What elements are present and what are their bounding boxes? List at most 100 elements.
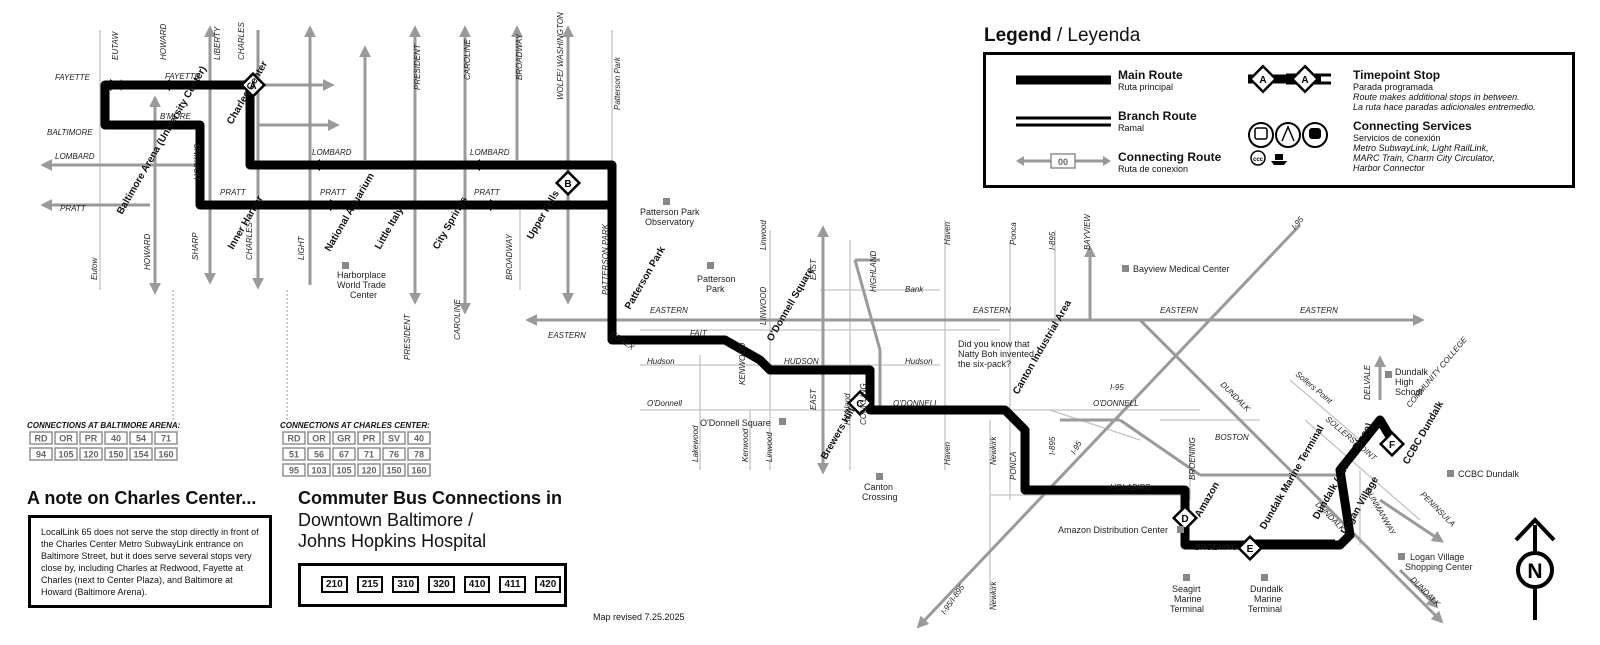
- legend-timepoint-a: A: [1259, 75, 1266, 86]
- route-chip-label: 105: [336, 466, 351, 476]
- legend-services-label: Connecting Services: [1353, 119, 1472, 133]
- route-chip-label: OR: [59, 434, 73, 444]
- street-linwood-caps: LINWOOD: [759, 287, 768, 325]
- street-baltimore: BALTIMORE: [47, 128, 93, 137]
- street-bank: Bank: [905, 285, 924, 294]
- poi-bayview: Bayview Medical Center: [1133, 264, 1230, 274]
- street-fait: FAIT: [690, 329, 708, 338]
- commuter-route-chip: 210: [321, 576, 348, 593]
- street-broadway-south: BROADWAY: [505, 233, 514, 280]
- street-bayview: BAYVIEW: [1083, 213, 1092, 250]
- poi-patterson-park-1: Patterson: [697, 274, 736, 284]
- street-eastern-far: EASTERN: [1300, 306, 1338, 315]
- timepoint-label: B: [564, 179, 571, 190]
- legend-services-list-1: Metro SubwayLink, Light RailLink,: [1353, 143, 1489, 153]
- route-chip: SV: [382, 431, 406, 445]
- poi-dhs-3: School: [1395, 387, 1423, 397]
- poi-harborplace-3: Center: [350, 290, 377, 300]
- legend-box: 00 A A ccc Main Route Ruta principal Bra…: [983, 52, 1575, 188]
- route-chip-label: 120: [83, 450, 98, 460]
- street-patterson-park-ave: Patterson Park: [613, 56, 622, 110]
- route-chip: 67: [332, 447, 356, 461]
- circulator-icon: [1250, 150, 1266, 166]
- note-body: LocalLink 65 does not serve the stop dir…: [41, 527, 259, 597]
- route-chip: OR: [54, 431, 78, 445]
- street-charles-south: CHARLES: [245, 222, 254, 260]
- route-chip: RD: [29, 431, 53, 445]
- street-ponca: Ponca: [1009, 222, 1018, 245]
- street-eastern: EASTERN: [650, 306, 688, 315]
- route-chip-label: 150: [386, 466, 401, 476]
- commuter-route-chip: 310: [392, 576, 420, 593]
- stop-national-aquarium: National Aquarium: [323, 171, 377, 253]
- route-chip-label: 71: [161, 434, 171, 444]
- street-holabird: HOLABIRD: [1110, 483, 1151, 492]
- route-chip-label: 95: [289, 466, 299, 476]
- street-odonnell-west: O'Donnell: [647, 399, 682, 408]
- stop-odonnell-square: O'Donnell Square: [765, 265, 816, 343]
- legend-connecting-route: Connecting Route Ruta de conexion: [1118, 151, 1221, 175]
- route-chip: RD: [282, 431, 306, 445]
- street-ponca-caps: PONCA: [1009, 452, 1018, 480]
- legend-symbols: 00 A A ccc: [1016, 64, 1331, 169]
- poi-dhs-2: High: [1395, 377, 1414, 387]
- timepoint-marker: [846, 389, 874, 417]
- street-highland-low: Highland: [843, 393, 852, 425]
- street-eutow: Eutow: [90, 257, 99, 280]
- connecting-routes: [40, 25, 1444, 629]
- note-box: LocalLink 65 does not serve the stop dir…: [28, 515, 272, 608]
- route-chip-label: SV: [388, 434, 400, 444]
- route-chip-label: RD: [288, 434, 301, 444]
- street-newkirk-south: Newkirk: [989, 581, 998, 610]
- points-of-interest: Patterson Park Observatory Patterson Par…: [337, 198, 1520, 614]
- street-howard-south: HOWARD: [143, 233, 152, 270]
- street-pratt-mid: PRATT: [320, 188, 347, 197]
- route-chip: PR: [357, 431, 381, 445]
- legend-sample-route: 00: [1058, 157, 1068, 167]
- route-chip-label: 76: [389, 450, 399, 460]
- route-chip: 71: [154, 431, 178, 445]
- street-howard: HOWARD: [159, 23, 168, 60]
- route-chip: 120: [79, 447, 103, 461]
- street-president: PRESIDENT: [413, 43, 422, 90]
- route-chip: 150: [104, 447, 128, 461]
- street-east: EAST: [809, 258, 818, 280]
- route-chip: 105: [332, 463, 356, 477]
- route-chip: 51: [282, 447, 306, 461]
- route-chip-label: PR: [363, 434, 376, 444]
- poi-logan-1: Logan Village: [1410, 552, 1464, 562]
- route-chip-label: 120: [361, 466, 376, 476]
- commuter-route-chip: 215: [356, 576, 384, 593]
- legend-title-rest: / Leyenda: [1051, 25, 1141, 46]
- street-dundalk: DUNDALK: [1219, 380, 1253, 414]
- poi-ccbc: CCBC Dundalk: [1458, 469, 1520, 479]
- poi-dmt-1: Dundalk: [1250, 584, 1284, 594]
- street-broadway: BROADWAY: [515, 33, 524, 80]
- route-chip: PR: [79, 431, 103, 445]
- route-chip: 160: [154, 447, 178, 461]
- commuter-route-chip: 420: [534, 576, 562, 593]
- stop-ccbc-dundalk: CCBC Dundalk: [1401, 399, 1446, 466]
- street-highland: HIGHLAND: [869, 250, 878, 292]
- route-chip-label: 150: [108, 450, 123, 460]
- route-chip-label: 94: [36, 450, 46, 460]
- street-eastern-mid: EASTERN: [973, 306, 1011, 315]
- route-chip: GR: [332, 431, 356, 445]
- legend-connecting-route-es: Ruta de conexion: [1118, 164, 1189, 174]
- street-lombard: LOMBARD: [312, 148, 352, 157]
- street-broening-vert: BROENING: [1188, 437, 1197, 480]
- route-chip-label: 78: [414, 450, 424, 460]
- legend-connecting-services: Connecting Services Servicios de conexió…: [1353, 119, 1495, 174]
- street-caroline-south: CAROLINE: [453, 298, 462, 340]
- route-chip-label: 56: [314, 450, 324, 460]
- route-chip: 105: [54, 447, 78, 461]
- poi-patterson-park-2: Park: [706, 284, 725, 294]
- street-peninsula: PENINSULA: [1419, 490, 1457, 528]
- poi-canton-1: Canton: [864, 482, 893, 492]
- route-chip: 94: [29, 447, 53, 461]
- route-chip-label: 160: [158, 450, 173, 460]
- legend-timepoint-note: Route makes additional stops in between.: [1353, 92, 1520, 102]
- stop-patterson-park: Patterson Park: [623, 244, 668, 311]
